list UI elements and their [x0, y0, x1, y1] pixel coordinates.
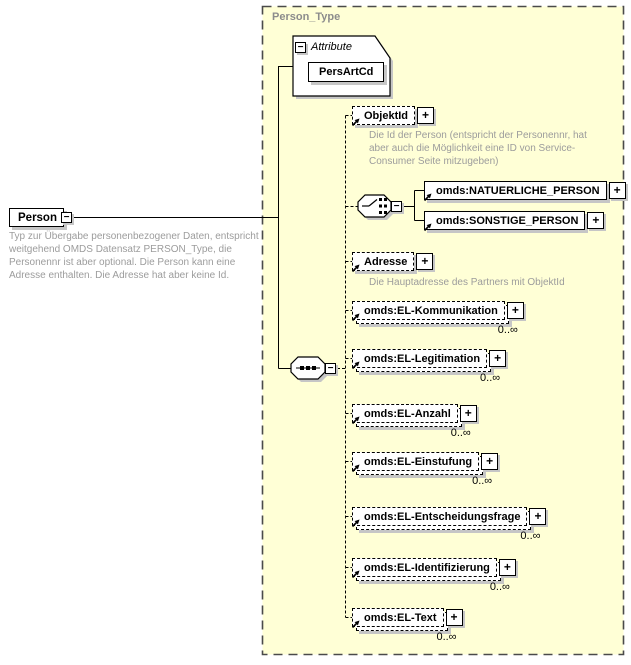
reference-arrow-icon	[351, 570, 360, 579]
element-label: omds:SONSTIGE_PERSON	[436, 214, 579, 227]
choice-connector	[357, 194, 394, 220]
attribute-header-label: Attribute	[311, 41, 352, 53]
reference-arrow-icon	[351, 519, 360, 528]
element-el-einstufung[interactable]: omds:EL-Einstufung + 0..∞	[351, 452, 499, 487]
element-natuerliche-person[interactable]: omds:NATUERLICHE_PERSON +	[423, 181, 626, 202]
element-el-text[interactable]: omds:EL-Text + 0..∞	[351, 608, 463, 643]
reference-arrow-icon	[351, 118, 360, 127]
element-label: omds:EL-Einstufung	[364, 455, 473, 468]
attribute-persartcd[interactable]: PersArtCd	[308, 62, 385, 82]
occurrence-label: 0..∞	[450, 427, 471, 439]
complex-type-title: Person_Type	[272, 11, 341, 23]
reference-arrow-icon	[351, 264, 360, 273]
element-sonstige-person[interactable]: omds:SONSTIGE_PERSON +	[423, 211, 605, 232]
el-anzahl-expand-toggle[interactable]: +	[459, 405, 477, 422]
element-label: omds:EL-Entscheidungsfrage	[364, 510, 521, 523]
element-label: omds:EL-Kommunikation	[364, 304, 498, 317]
sequence-collapse-toggle[interactable]: −	[325, 363, 336, 374]
element-label: omds:NATUERLICHE_PERSON	[436, 184, 600, 197]
reference-arrow-icon	[423, 193, 432, 202]
element-el-anzahl[interactable]: omds:EL-Anzahl + 0..∞	[351, 404, 477, 439]
el-einstufung-expand-toggle[interactable]: +	[481, 453, 499, 470]
adresse-expand-toggle[interactable]: +	[416, 253, 434, 270]
element-el-legitimation[interactable]: omds:EL-Legitimation + 0..∞	[351, 349, 507, 384]
element-label: ObjektId	[364, 109, 409, 122]
element-el-kommunikation[interactable]: omds:EL-Kommunikation + 0..∞	[351, 301, 524, 336]
objektid-expand-toggle[interactable]: +	[417, 107, 435, 124]
natuerliche-person-expand-toggle[interactable]: +	[608, 182, 626, 199]
person-collapse-toggle[interactable]: −	[61, 212, 72, 223]
objektid-annotation: Die Id der Person (entspricht der Person…	[369, 130, 587, 167]
person-type-container	[261, 5, 625, 656]
element-adresse[interactable]: Adresse +	[351, 252, 434, 273]
occurrence-label: 0..∞	[480, 372, 501, 384]
adresse-annotation: Die Hauptadresse des Partners mit Objekt…	[369, 277, 565, 288]
el-legitimation-expand-toggle[interactable]: +	[489, 350, 507, 367]
occurrence-label: 0..∞	[520, 530, 541, 542]
element-label: omds:EL-Text	[364, 611, 437, 624]
element-label: Adresse	[364, 255, 408, 268]
occurrence-label: 0..∞	[497, 324, 518, 336]
el-identifizierung-expand-toggle[interactable]: +	[498, 559, 516, 576]
sequence-connector	[290, 356, 328, 382]
reference-arrow-icon	[351, 361, 360, 370]
reference-arrow-icon	[351, 416, 360, 425]
attribute-collapse-toggle[interactable]: −	[295, 42, 306, 53]
reference-arrow-icon	[351, 620, 360, 629]
element-objektid[interactable]: ObjektId +	[351, 106, 435, 127]
element-el-identifizierung[interactable]: omds:EL-Identifizierung + 0..∞	[351, 558, 516, 593]
person-box[interactable]: Person	[9, 208, 64, 227]
element-person[interactable]: Person	[9, 208, 64, 227]
element-label: omds:EL-Identifizierung	[364, 561, 490, 574]
occurrence-label: 0..∞	[436, 631, 457, 643]
reference-arrow-icon	[423, 223, 432, 232]
sonstige-person-expand-toggle[interactable]: +	[587, 212, 605, 229]
person-annotation: Typ zur Übergabe personenbezogener Daten…	[9, 231, 259, 281]
element-label: omds:EL-Legitimation	[364, 352, 481, 365]
el-text-expand-toggle[interactable]: +	[445, 609, 463, 626]
element-el-entscheidungsfrage[interactable]: omds:EL-Entscheidungsfrage + 0..∞	[351, 507, 547, 542]
el-entscheidungsfrage-expand-toggle[interactable]: +	[529, 508, 547, 525]
element-label: omds:EL-Anzahl	[364, 407, 451, 420]
choice-collapse-toggle[interactable]: −	[391, 201, 402, 212]
occurrence-label: 0..∞	[472, 475, 493, 487]
reference-arrow-icon	[351, 464, 360, 473]
el-kommunikation-expand-toggle[interactable]: +	[506, 302, 524, 319]
reference-arrow-icon	[351, 313, 360, 322]
occurrence-label: 0..∞	[489, 581, 510, 593]
